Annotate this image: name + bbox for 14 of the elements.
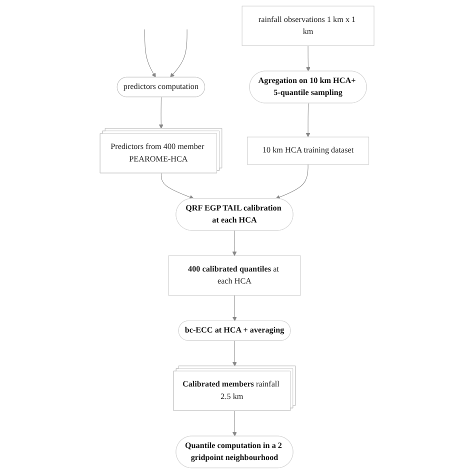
arrow: [306, 103, 310, 138]
arrow: [144, 29, 156, 78]
node-box: 10 km HCA training dataset: [246, 136, 370, 165]
arrow: [158, 96, 164, 129]
arrow: [232, 230, 237, 256]
arrow: [170, 29, 188, 78]
node-box: 400 calibrated quantiles at each HCA: [168, 256, 301, 296]
arrow: [306, 45, 310, 72]
arrow: [232, 295, 237, 322]
arrow: [160, 173, 194, 200]
arrow: [232, 410, 237, 436]
arrow: [276, 164, 308, 200]
node-box: rainfall observations 1 km x 1 km: [242, 6, 374, 46]
arrow: [232, 340, 237, 366]
